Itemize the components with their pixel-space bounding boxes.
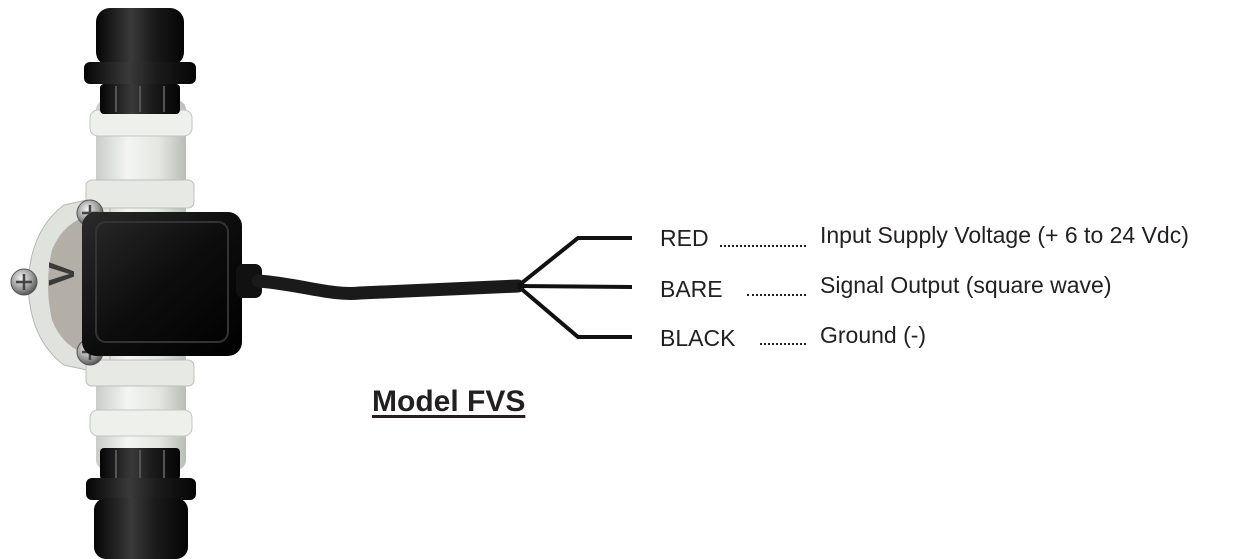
sensor-cable xyxy=(251,274,525,300)
wire-bare-lead xyxy=(517,284,633,289)
leader-dots-black xyxy=(760,343,806,345)
wire-description-black: Ground (-) xyxy=(820,322,927,348)
wire-color-black: BLACK xyxy=(660,325,736,351)
electronics-box xyxy=(82,212,262,356)
leader-dots-red xyxy=(720,245,806,247)
cable-assembly xyxy=(251,236,633,339)
top-cap-nut xyxy=(84,8,196,114)
wire-red-lead xyxy=(516,236,632,288)
wire-black-lead xyxy=(516,284,632,339)
cable-strain-relief xyxy=(236,264,262,298)
leader-dots-bare xyxy=(747,294,806,296)
housing-flange-bottom xyxy=(85,359,195,387)
model-title: Model FVS xyxy=(372,385,526,418)
bottom-cap-head xyxy=(94,498,188,559)
wire-description-bare: Signal Output (square wave) xyxy=(820,272,1112,298)
bottom-cap-collar xyxy=(86,478,196,500)
bottom-cap-nut xyxy=(86,448,196,559)
top-cap-head xyxy=(96,8,184,66)
wire-description-red: Input Supply Voltage (+ 6 to 24 Vdc) xyxy=(820,222,1189,248)
top-cap-collar xyxy=(84,62,196,84)
housing-flange-top xyxy=(85,179,195,209)
turbine-window xyxy=(48,218,82,352)
housing-logo-mark: V xyxy=(41,262,82,286)
tube-rib-bottom xyxy=(89,409,193,437)
wire-color-bare: BARE xyxy=(660,276,723,302)
wire-color-red: RED xyxy=(660,225,709,251)
electronics-box-body xyxy=(82,212,242,356)
